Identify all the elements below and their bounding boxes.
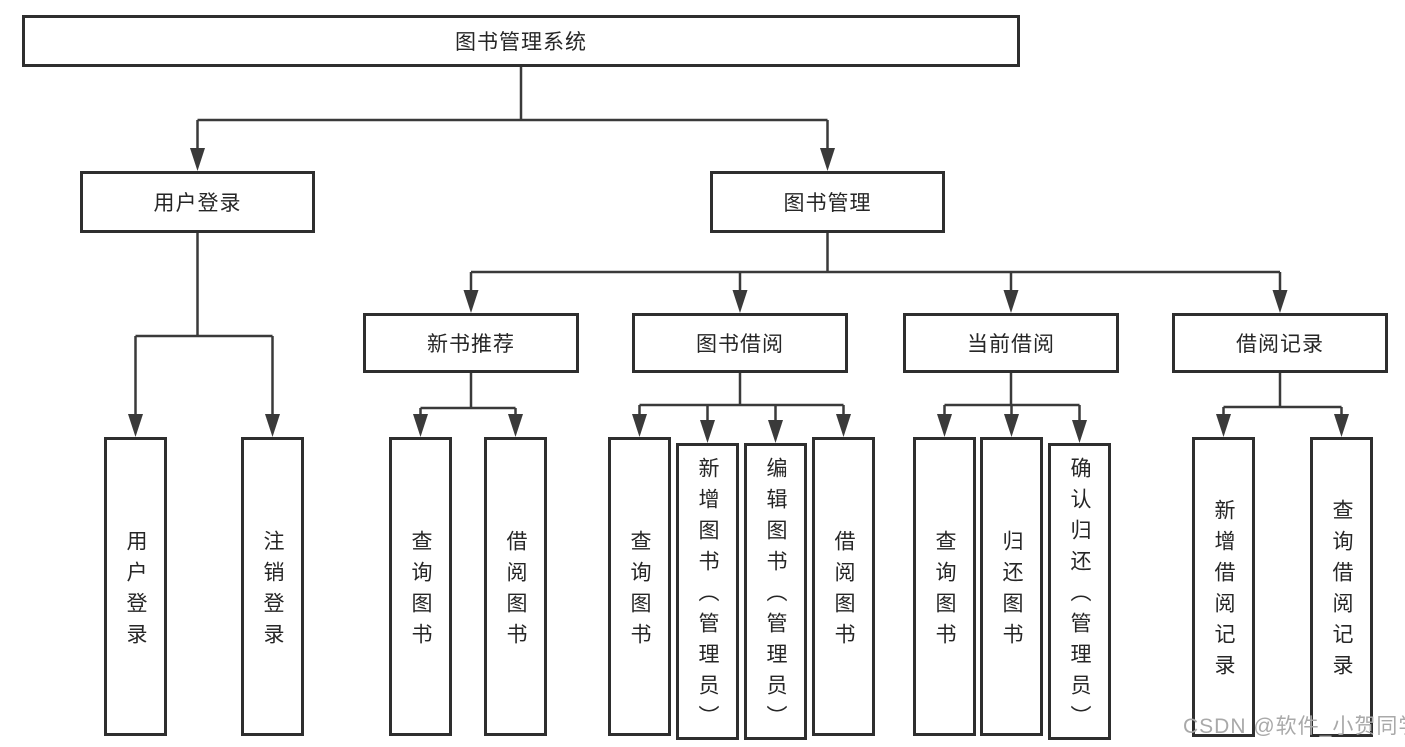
leaf-return-book-label: 归还图书 bbox=[1000, 529, 1023, 654]
leaf-query-borrow-record: 查询借阅记录 bbox=[1310, 437, 1373, 737]
connector-root-to-level2 bbox=[196, 67, 829, 152]
leaf-add-book-admin: 新增图书（管理员） bbox=[676, 443, 739, 740]
leaf-confirm-return-admin-label: 确认归还（管理员） bbox=[1068, 457, 1091, 736]
leaf-query-books-current: 查询图书 bbox=[913, 437, 976, 736]
leaf-user-login: 用户登录 bbox=[104, 437, 167, 736]
leaf-query-books-recommend: 查询图书 bbox=[389, 437, 452, 736]
node-new-book-recommend-label: 新书推荐 bbox=[427, 333, 515, 356]
connector-book-management-to-level3 bbox=[469, 233, 1282, 294]
leaf-add-borrow-record-label: 新增借阅记录 bbox=[1212, 499, 1235, 685]
node-book-borrow: 图书借阅 bbox=[632, 313, 848, 373]
leaf-borrow-books-2: 借阅图书 bbox=[812, 437, 875, 736]
node-user-login-label: 用户登录 bbox=[153, 192, 242, 215]
leaf-query-books-borrow-label: 查询图书 bbox=[628, 529, 651, 654]
connector-user-login-to-leaves bbox=[134, 233, 274, 418]
csdn-watermark: CSDN @软件_小贺同学 bbox=[1183, 715, 1405, 738]
leaf-return-book: 归还图书 bbox=[980, 437, 1043, 736]
leaf-logout: 注销登录 bbox=[241, 437, 304, 736]
node-user-login: 用户登录 bbox=[80, 171, 315, 233]
node-book-management: 图书管理 bbox=[710, 171, 945, 233]
node-book-borrow-label: 图书借阅 bbox=[696, 333, 784, 356]
node-current-borrow: 当前借阅 bbox=[903, 313, 1119, 373]
leaf-borrow-books-recommend-label: 借阅图书 bbox=[504, 529, 527, 654]
connector-borrow-records-to-leaves bbox=[1222, 373, 1343, 418]
node-borrow-records-label: 借阅记录 bbox=[1236, 333, 1324, 356]
leaf-edit-book-admin-label: 编辑图书（管理员） bbox=[764, 457, 787, 736]
node-current-borrow-label: 当前借阅 bbox=[967, 333, 1055, 356]
leaf-query-borrow-record-label: 查询借阅记录 bbox=[1330, 499, 1353, 685]
leaf-add-book-admin-label: 新增图书（管理员） bbox=[696, 457, 719, 736]
leaf-query-books-borrow: 查询图书 bbox=[608, 437, 671, 736]
connector-current-borrow-to-leaves bbox=[943, 373, 1081, 424]
node-book-management-label: 图书管理 bbox=[783, 192, 872, 215]
leaf-add-borrow-record: 新增借阅记录 bbox=[1192, 437, 1255, 737]
node-borrow-records: 借阅记录 bbox=[1172, 313, 1388, 373]
leaf-user-login-label: 用户登录 bbox=[124, 529, 147, 654]
leaf-logout-label: 注销登录 bbox=[261, 529, 284, 654]
node-root-label: 图书管理系统 bbox=[455, 31, 587, 54]
leaf-edit-book-admin: 编辑图书（管理员） bbox=[744, 443, 807, 740]
node-root: 图书管理系统 bbox=[22, 15, 1020, 67]
leaf-borrow-books-2-label: 借阅图书 bbox=[832, 529, 855, 654]
connector-book-borrow-to-leaves bbox=[638, 373, 845, 424]
node-new-book-recommend: 新书推荐 bbox=[363, 313, 579, 373]
leaf-query-books-recommend-label: 查询图书 bbox=[409, 529, 432, 654]
leaf-borrow-books-recommend: 借阅图书 bbox=[484, 437, 547, 736]
leaf-confirm-return-admin: 确认归还（管理员） bbox=[1048, 443, 1111, 740]
connector-new-book-to-leaves bbox=[419, 373, 517, 418]
leaf-query-books-current-label: 查询图书 bbox=[933, 529, 956, 654]
